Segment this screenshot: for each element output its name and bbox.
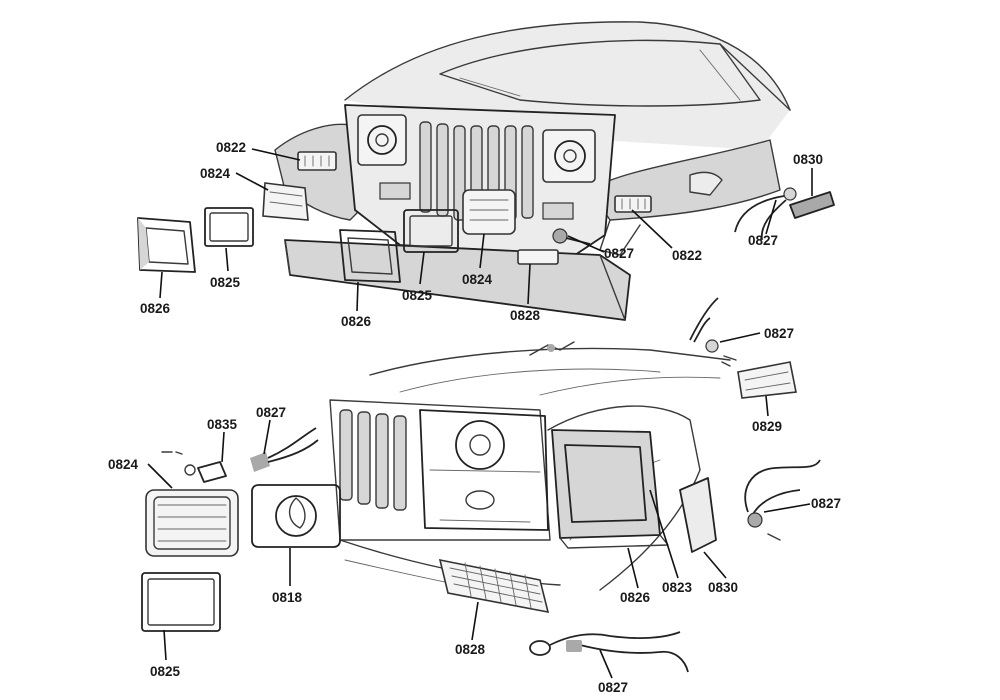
jeep-wrangler-front-illustration bbox=[274, 21, 791, 321]
callout-0826-bottom: 0826 bbox=[620, 590, 651, 605]
callout-0828-bottom: 0828 bbox=[455, 642, 486, 657]
separate-parts-top-right bbox=[689, 171, 835, 241]
callout-0822-left: 0822 bbox=[216, 140, 246, 155]
callout-0822-right: 0822 bbox=[672, 248, 702, 263]
leader-lines bbox=[147, 148, 813, 679]
callout-0823: 0823 bbox=[662, 580, 693, 595]
callout-0827-bottom: 0827 bbox=[598, 680, 628, 695]
callout-0829: 0829 bbox=[752, 419, 782, 434]
callout-0828-top: 0828 bbox=[510, 308, 541, 323]
callout-0827-top-right: 0827 bbox=[748, 233, 778, 248]
callout-0830-top: 0830 bbox=[793, 152, 823, 167]
callout-0825-bottom: 0825 bbox=[150, 664, 181, 679]
callout-0827-top-center: 0827 bbox=[604, 246, 634, 261]
callout-0825-top-center: 0825 bbox=[402, 288, 433, 303]
callout-0826-top-left: 0826 bbox=[140, 301, 171, 316]
callout-0827-bottom-top: 0827 bbox=[764, 326, 794, 341]
jeep-cherokee-front-illustration bbox=[329, 347, 797, 614]
callout-0824-top: 0824 bbox=[200, 166, 231, 181]
callout-0825-top-left: 0825 bbox=[210, 275, 241, 290]
callout-0835: 0835 bbox=[207, 417, 238, 432]
separate-parts-top-left bbox=[137, 182, 309, 273]
separate-parts-bottom-left bbox=[141, 427, 341, 632]
callout-0818: 0818 bbox=[272, 590, 303, 605]
callout-0824-top-center: 0824 bbox=[462, 272, 493, 287]
separate-parts-bottom-right bbox=[529, 297, 821, 673]
callout-0830-bottom: 0830 bbox=[708, 580, 738, 595]
callout-0827-bottom-left: 0827 bbox=[256, 405, 286, 420]
callout-0824-bottom: 0824 bbox=[108, 457, 139, 472]
callout-0827-bottom-right: 0827 bbox=[811, 496, 841, 511]
part-callouts: 0822 0824 0826 0825 0826 0825 0824 0828 … bbox=[108, 140, 841, 695]
callout-0826-top-center: 0826 bbox=[341, 314, 372, 329]
